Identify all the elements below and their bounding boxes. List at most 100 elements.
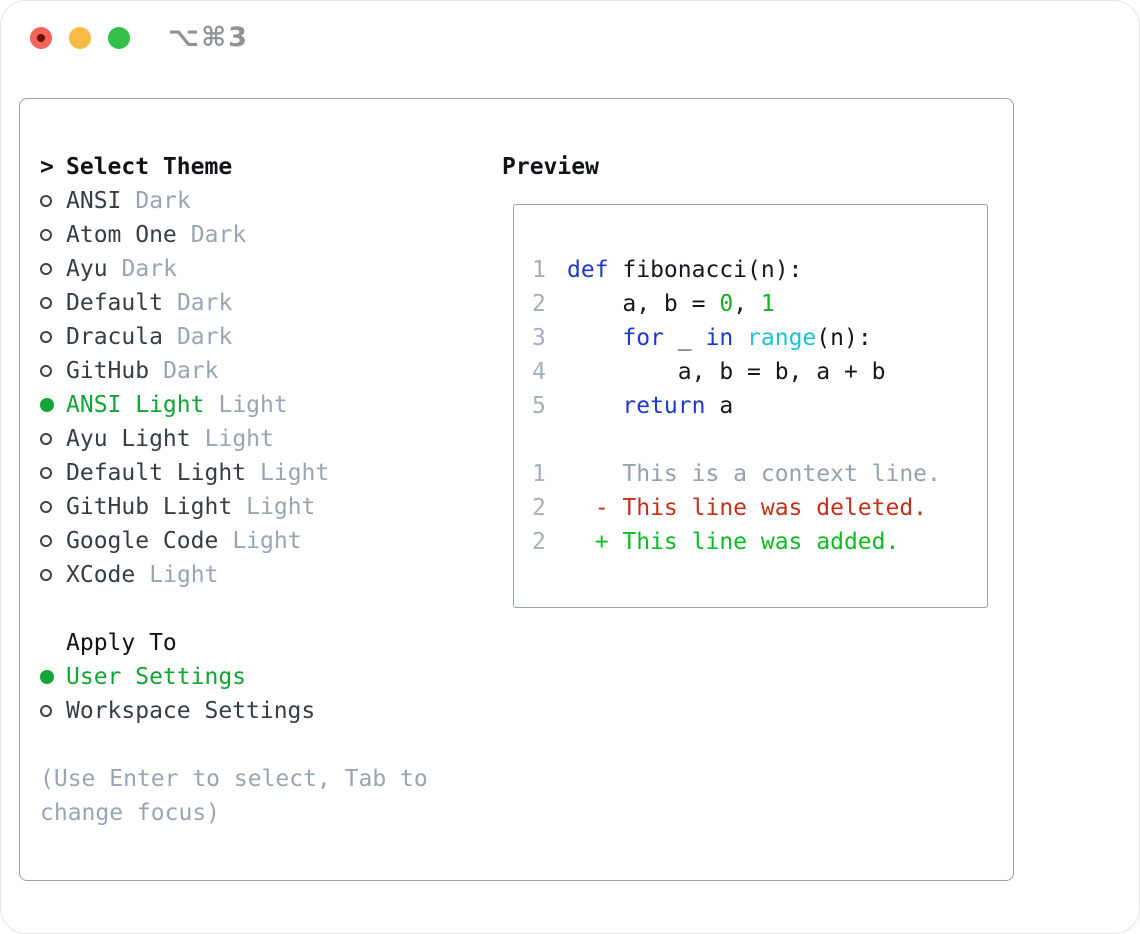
theme-variant-badge: Dark xyxy=(135,188,191,214)
radio-unselected-icon xyxy=(40,263,52,275)
theme-option[interactable]: Default Light Light xyxy=(40,456,428,490)
selection-cursor-icon: > xyxy=(40,154,54,180)
line-number: 4 xyxy=(532,359,546,385)
minimize-button[interactable] xyxy=(69,27,91,49)
theme-variant-badge: Dark xyxy=(176,324,233,350)
section-gap xyxy=(40,728,428,762)
theme-option[interactable]: Ayu Dark xyxy=(40,252,428,286)
radio-unselected-icon xyxy=(40,365,52,377)
theme-variant-badge: Light xyxy=(260,460,330,486)
radio-marker xyxy=(40,398,66,412)
diff-content: + This line was added. xyxy=(567,529,900,555)
theme-variant-badge: Dark xyxy=(176,290,233,316)
diff-content: - This line was deleted. xyxy=(567,495,928,521)
code-token xyxy=(567,325,622,351)
code-token: return xyxy=(622,393,706,419)
radio-marker xyxy=(40,331,66,343)
theme-option[interactable]: Default Dark xyxy=(40,286,428,320)
code-token: range xyxy=(747,325,817,351)
code-line: 3 for _ in range(n): xyxy=(532,321,987,355)
line-number: 2 xyxy=(532,529,546,555)
radio-marker xyxy=(40,297,66,309)
code-token: , xyxy=(733,291,761,317)
code-token: a, b = b, a + b xyxy=(567,359,886,385)
code-token: (n): xyxy=(816,325,872,351)
theme-variant-badge: Dark xyxy=(121,256,177,282)
code-line: 2 a, b = 0, 1 xyxy=(532,287,987,321)
picker-title: Select Theme xyxy=(66,154,233,180)
theme-name: ANSI Light xyxy=(66,392,205,418)
radio-marker xyxy=(40,195,66,207)
theme-option[interactable]: GitHub Light Light xyxy=(40,490,428,524)
theme-name: GitHub Light xyxy=(66,494,233,520)
zoom-button[interactable] xyxy=(108,27,130,49)
theme-variant-badge: Light xyxy=(149,562,219,588)
radio-marker xyxy=(40,569,66,581)
line-number: 3 xyxy=(532,325,546,351)
line-number: 1 xyxy=(532,461,546,487)
theme-name: Ayu xyxy=(66,256,108,282)
apply-to-option[interactable]: Workspace Settings xyxy=(40,694,428,728)
radio-unselected-icon xyxy=(40,569,52,581)
apply-to-title: Apply To xyxy=(66,630,177,656)
theme-name: Ayu Light xyxy=(66,426,191,452)
code-token: fibonacci(n): xyxy=(608,257,803,283)
radio-marker xyxy=(40,705,66,717)
theme-name: Dracula xyxy=(66,324,163,350)
code-token: a xyxy=(705,393,734,419)
hint-line-1: (Use Enter to select, Tab to xyxy=(40,766,428,792)
radio-marker xyxy=(40,365,66,377)
diff-line-context: 1 This is a context line. xyxy=(532,457,987,491)
apply-to-option[interactable]: User Settings xyxy=(40,660,428,694)
radio-selected-icon xyxy=(40,670,54,684)
apply-to-header: Apply To xyxy=(40,626,428,660)
theme-name: Atom One xyxy=(66,222,177,248)
theme-name: Default xyxy=(66,290,163,316)
code-token xyxy=(567,393,622,419)
window-title: ⌥⌘3 xyxy=(168,22,249,53)
radio-selected-icon xyxy=(40,398,54,412)
radio-marker xyxy=(40,229,66,241)
code-token: 0 xyxy=(719,291,734,317)
code-content: def fibonacci(n): xyxy=(567,257,802,283)
theme-variant-badge: Light xyxy=(246,494,316,520)
diff-line-deleted: 2 - This line was deleted. xyxy=(532,491,987,525)
theme-name: ANSI xyxy=(66,188,122,214)
code-content: return a xyxy=(567,393,733,419)
unsaved-dot-icon xyxy=(37,34,45,42)
code-token xyxy=(733,325,747,351)
theme-name: Default Light xyxy=(66,460,247,486)
radio-marker xyxy=(40,263,66,275)
hint-line-2: change focus) xyxy=(40,800,221,826)
line-number: 5 xyxy=(532,393,546,419)
code-token: def xyxy=(567,257,609,283)
code-line: 5 return a xyxy=(532,389,987,423)
theme-option[interactable]: Dracula Dark xyxy=(40,320,428,354)
line-number: 2 xyxy=(532,495,546,521)
radio-unselected-icon xyxy=(40,331,52,343)
code-token: 1 xyxy=(760,291,775,317)
radio-marker xyxy=(40,433,66,445)
radio-unselected-icon xyxy=(40,195,52,207)
line-number: 2 xyxy=(532,291,546,317)
radio-unselected-icon xyxy=(40,501,52,513)
theme-option[interactable]: ANSI Dark xyxy=(40,184,428,218)
radio-unselected-icon xyxy=(40,297,52,309)
close-button[interactable] xyxy=(30,27,52,49)
picker-header: > Select Theme xyxy=(40,150,428,184)
radio-marker xyxy=(40,670,66,684)
diff-content: This is a context line. xyxy=(567,461,941,487)
radio-marker xyxy=(40,467,66,479)
